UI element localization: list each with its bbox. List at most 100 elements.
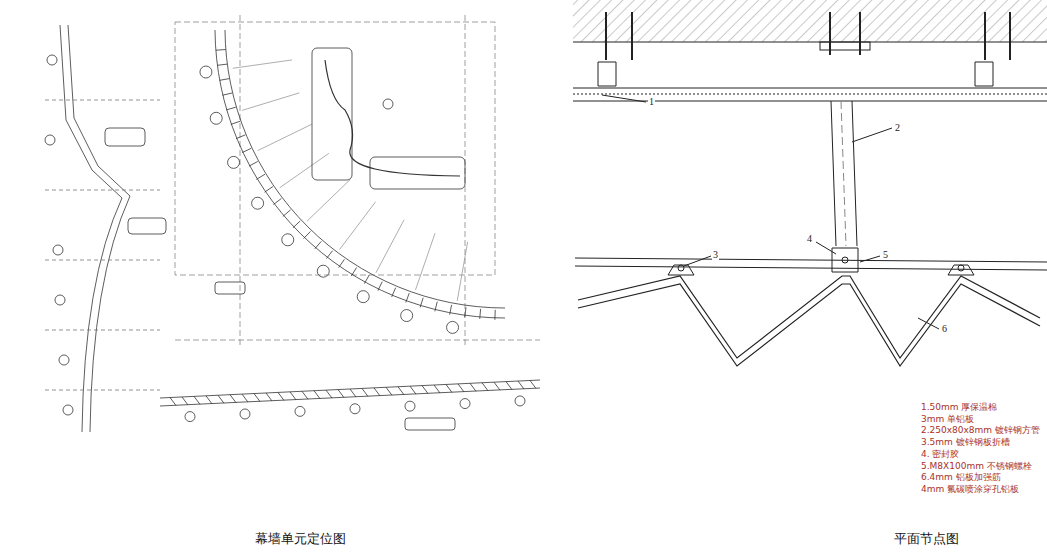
callout-number: 6 — [941, 323, 948, 334]
grid-bubble — [515, 396, 525, 406]
arc-tick — [406, 293, 409, 302]
strip-tick — [362, 388, 368, 396]
arc-tick — [450, 305, 452, 315]
arc-tick — [216, 49, 226, 51]
arc-tick — [219, 79, 229, 81]
grid-bubble — [350, 404, 360, 414]
arc-tick — [283, 210, 291, 216]
grid-bubble — [447, 321, 459, 333]
strip-tick — [410, 386, 416, 394]
strip-tick — [374, 388, 380, 396]
strip-tick — [278, 392, 284, 400]
callout-number: 3 — [712, 249, 719, 260]
strip-tick — [530, 380, 536, 388]
grid-bubble — [460, 399, 470, 409]
arc-tick — [256, 174, 265, 179]
grid-bubble — [252, 197, 264, 209]
arc-tick — [494, 310, 495, 320]
strip-tick — [446, 384, 452, 392]
grid-bubble — [228, 156, 240, 168]
callout-number: 2 — [894, 122, 901, 133]
note-text: 5.M8X100mm 不锈钢螺栓 — [921, 462, 1032, 472]
radial-line — [280, 153, 329, 187]
caption-text: 平面节点图 — [894, 532, 959, 546]
arc-tick — [479, 309, 481, 319]
radial-line — [258, 124, 312, 150]
node-detail — [573, 0, 1047, 366]
arc-tick — [351, 267, 356, 275]
arc-tick — [326, 251, 332, 259]
arc-details — [200, 50, 495, 334]
note-text: 3mm 单铝板 — [921, 415, 974, 425]
grid-bubble — [55, 295, 65, 305]
arc-tick — [378, 282, 382, 291]
radial-line — [415, 233, 435, 290]
callout-number: 5 — [882, 249, 889, 260]
grid-bubble — [200, 66, 212, 78]
grid-bubble — [53, 245, 63, 255]
note-text: 4. 密封胶 — [921, 450, 959, 460]
strip-tick — [338, 390, 344, 398]
arc-tick — [222, 93, 232, 95]
grid-bubble — [185, 412, 195, 422]
strip-tick — [434, 385, 440, 393]
callout-number: 4 — [806, 233, 813, 244]
strip-tick — [266, 393, 272, 401]
strip-tick — [506, 382, 512, 390]
arc-tick — [392, 288, 396, 297]
grid-bubble — [59, 355, 69, 365]
arc-tick — [315, 241, 322, 249]
arc-tick — [217, 64, 227, 65]
strip-details — [45, 55, 536, 422]
grid-bubble — [401, 310, 413, 322]
grid-bubble — [295, 406, 305, 416]
note-text: 2.250x80x8mm 镀锌钢方管 — [921, 426, 1040, 436]
arc-tick — [339, 259, 345, 267]
strip-tick — [350, 389, 356, 397]
strip-tick — [302, 391, 308, 399]
strip-tick — [182, 397, 188, 405]
strip-tick — [218, 395, 224, 403]
arc-tick — [364, 275, 369, 284]
callout-number: 1 — [648, 96, 655, 107]
arc-tick — [265, 187, 273, 193]
radial-line — [233, 60, 292, 68]
arc-tick — [236, 135, 245, 139]
strip-tick — [230, 395, 236, 403]
note-text: 4mm 氟碳喷涂穿孔铝板 — [921, 485, 1019, 495]
grid-bubble — [317, 265, 329, 277]
note-text: 6.4mm 铝板加强筋 — [921, 473, 1001, 483]
strip-tick — [170, 398, 176, 406]
note-text: 3.5mm 镀锌钢板折槽 — [921, 438, 1010, 448]
radial-line — [340, 202, 376, 250]
strip-tick — [482, 383, 488, 391]
note-text: 1.50mm 厚保温棉 — [921, 403, 997, 413]
strip-tick — [458, 384, 464, 392]
arc-tick — [420, 298, 423, 308]
radial-line — [376, 220, 404, 273]
strip-tick — [470, 383, 476, 391]
arc-tick — [293, 221, 300, 228]
strip-tick — [422, 386, 428, 394]
arc-tick — [242, 148, 251, 152]
strip-tick — [494, 382, 500, 390]
arc-tick — [249, 161, 258, 166]
radial-line — [457, 242, 467, 301]
strip-tick — [290, 392, 296, 400]
strip-tick — [194, 396, 200, 404]
arc-tick — [231, 121, 240, 124]
radial-line — [307, 179, 350, 221]
radial-line — [242, 93, 299, 111]
strip-tick — [254, 394, 260, 402]
arc-tick — [226, 107, 236, 110]
grid-bubble — [240, 409, 250, 419]
arc-tick — [304, 231, 311, 238]
caption-text: 幕墙单元定位图 — [255, 532, 346, 546]
positioning-plan — [45, 15, 540, 432]
grid-bubble — [357, 291, 369, 303]
arc-tick — [465, 307, 466, 317]
grid-bubble — [405, 401, 415, 411]
grid-bubble — [210, 112, 222, 124]
arc-tick — [435, 302, 437, 312]
